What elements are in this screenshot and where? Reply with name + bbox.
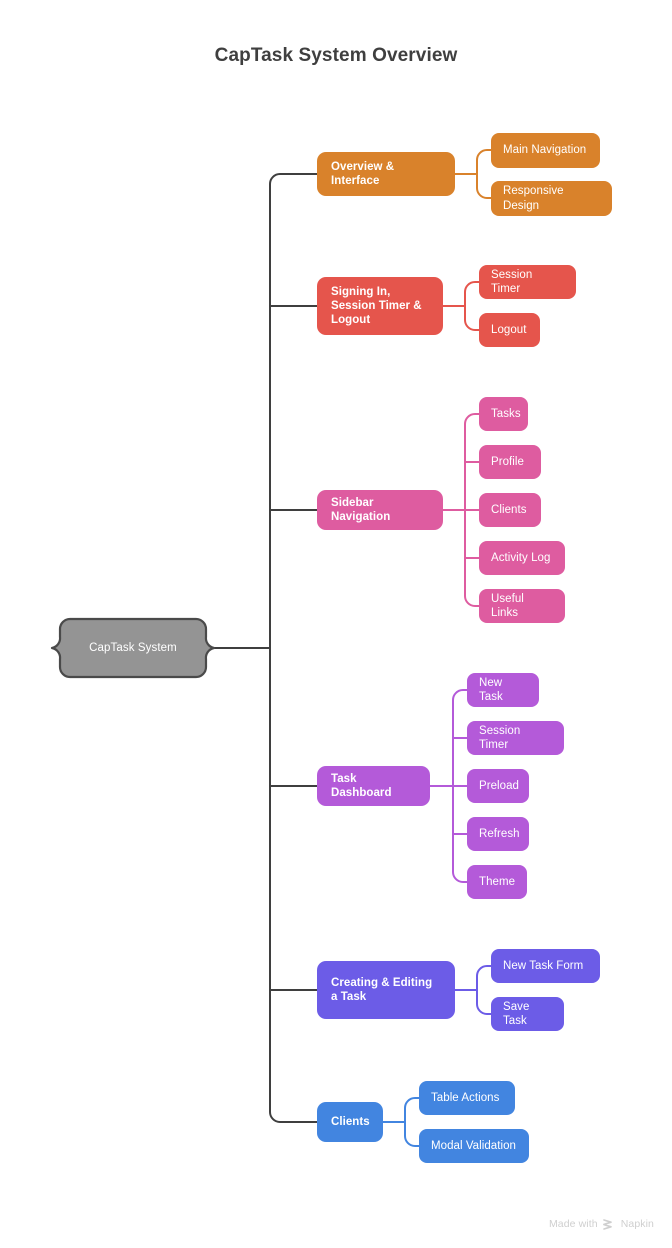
branch-node-signing-in-session-timer-logout-label: Signing In, Session Timer & Logout: [331, 285, 422, 326]
branch-node-task-dashboard-label: Task Dashboard: [331, 772, 392, 799]
leaf-node-task-dashboard-3-label: Preload: [479, 779, 519, 792]
leaf-node-sidebar-navigation-4[interactable]: Activity Log: [479, 541, 565, 575]
branch-node-clients[interactable]: Clients: [317, 1102, 383, 1142]
page-title: CapTask System Overview: [214, 45, 458, 66]
leaf-node-overview-interface-1-label: Main Navigation: [503, 144, 587, 157]
root-node-label: CapTask System: [89, 642, 177, 654]
branch-node-signing-in-session-timer-logout[interactable]: Signing In, Session Timer & Logout: [317, 277, 443, 335]
leaf-node-sidebar-navigation-1[interactable]: Tasks: [479, 397, 528, 431]
leaf-node-task-dashboard-2[interactable]: Session Timer: [467, 721, 564, 755]
leaf-node-task-dashboard-4[interactable]: Refresh: [467, 817, 529, 851]
napkin-chevrons-icon: [602, 1218, 616, 1230]
branch-node-creating-editing-a-task[interactable]: Creating & Editing a Task: [317, 961, 455, 1019]
leaf-node-overview-interface-2-label: Responsive Design: [503, 185, 564, 212]
leaf-node-creating-editing-a-task-2-label: Save Task: [503, 1000, 530, 1027]
leaf-node-sidebar-navigation-5-label: Useful Links: [491, 592, 524, 619]
leaf-node-sidebar-navigation-4-label: Activity Log: [491, 551, 551, 564]
leaf-node-creating-editing-a-task-1[interactable]: New Task Form: [491, 949, 600, 983]
branch-node-creating-editing-a-task-label: Creating & Editing a Task: [331, 976, 433, 1003]
branch-node-overview-interface[interactable]: Overview & Interface: [317, 152, 455, 196]
leaf-node-task-dashboard-3[interactable]: Preload: [467, 769, 529, 803]
leaf-node-signing-in-session-timer-logout-1[interactable]: Session Timer: [479, 265, 576, 299]
leaf-node-signing-in-session-timer-logout-2[interactable]: Logout: [479, 313, 540, 347]
leaf-node-sidebar-navigation-5[interactable]: Useful Links: [479, 589, 565, 623]
watermark-brand: Napkin: [620, 1218, 654, 1230]
leaf-node-task-dashboard-5-label: Theme: [479, 875, 516, 888]
leaf-node-task-dashboard-2-label: Session Timer: [479, 724, 521, 751]
leaf-node-clients-2[interactable]: Modal Validation: [419, 1129, 529, 1163]
branch-node-sidebar-navigation[interactable]: Sidebar Navigation: [317, 490, 443, 530]
leaf-node-task-dashboard-4-label: Refresh: [479, 827, 520, 840]
leaf-node-sidebar-navigation-3-label: Clients: [491, 503, 527, 516]
branch-node-sidebar-navigation-label: Sidebar Navigation: [331, 496, 391, 523]
leaf-node-overview-interface-1[interactable]: Main Navigation: [491, 133, 600, 168]
napkin-watermark: Made with Napkin: [549, 1218, 654, 1230]
leaf-node-creating-editing-a-task-2[interactable]: Save Task: [491, 997, 564, 1031]
leaf-node-task-dashboard-1[interactable]: New Task: [467, 673, 539, 707]
leaf-node-clients-2-label: Modal Validation: [431, 1139, 516, 1152]
branch-node-overview-interface-label: Overview & Interface: [331, 160, 395, 187]
leaf-node-sidebar-navigation-3[interactable]: Clients: [479, 493, 541, 527]
leaf-node-task-dashboard-5[interactable]: Theme: [467, 865, 527, 899]
leaf-node-overview-interface-2[interactable]: Responsive Design: [491, 181, 612, 216]
leaf-node-sidebar-navigation-2-label: Profile: [491, 455, 524, 468]
branch-node-task-dashboard[interactable]: Task Dashboard: [317, 766, 430, 806]
leaf-node-signing-in-session-timer-logout-1-label: Session Timer: [491, 268, 533, 295]
leaf-node-sidebar-navigation-2[interactable]: Profile: [479, 445, 541, 479]
leaf-node-task-dashboard-1-label: New Task: [479, 676, 503, 703]
leaf-node-clients-1[interactable]: Table Actions: [419, 1081, 515, 1115]
leaf-node-sidebar-navigation-1-label: Tasks: [491, 407, 521, 420]
branch-node-clients-label: Clients: [331, 1115, 370, 1128]
leaf-node-clients-1-label: Table Actions: [431, 1091, 500, 1104]
leaf-node-signing-in-session-timer-logout-2-label: Logout: [491, 323, 527, 336]
root-node-shape: [50, 617, 216, 679]
root-node[interactable]: CapTask System: [50, 615, 216, 681]
leaf-node-creating-editing-a-task-1-label: New Task Form: [503, 959, 584, 972]
watermark-prefix: Made with: [548, 1218, 598, 1230]
